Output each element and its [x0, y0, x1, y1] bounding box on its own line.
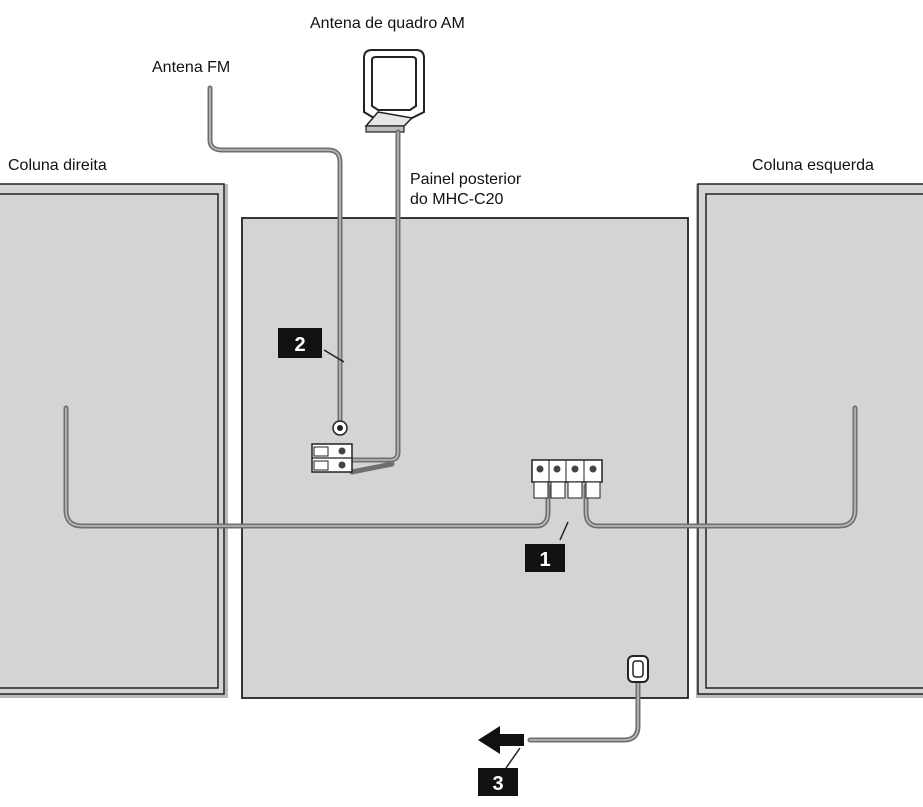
- step-2-leader: [323, 349, 345, 363]
- fm-antenna-label: Antena FM: [152, 59, 230, 76]
- speaker-cable-left: [583, 405, 858, 529]
- step-label: 1: [539, 549, 550, 571]
- step-badge-1: 1: [525, 544, 565, 572]
- right-speaker: [0, 183, 228, 698]
- left-speaker-label: Coluna esquerda: [752, 157, 874, 174]
- step-3-leader: [505, 747, 521, 769]
- am-antenna-label: Antena de quadro AM: [310, 15, 465, 32]
- am-antenna-wire: [349, 129, 401, 475]
- step-badge-3: 3: [478, 768, 518, 796]
- step-label: 2: [294, 334, 305, 356]
- fm-antenna-jack: [332, 420, 348, 436]
- power-direction-arrow-icon: [478, 726, 524, 754]
- rear-panel-label-line2: do MHC-C20: [410, 191, 503, 208]
- am-loop-antenna: [363, 49, 425, 133]
- step-badge-2: 2: [278, 328, 322, 358]
- fm-antenna-wire: [207, 85, 343, 423]
- left-speaker: [696, 183, 923, 698]
- rear-panel-label-line1: Painel posterior: [410, 171, 522, 188]
- speaker-terminals: [531, 459, 603, 499]
- rear-panel: [241, 217, 689, 699]
- step-1-leader: [559, 521, 569, 541]
- speaker-cable-right: [63, 405, 551, 529]
- step-label: 3: [492, 773, 503, 795]
- right-speaker-label: Coluna direita: [8, 157, 107, 174]
- am-antenna-terminals: [311, 443, 353, 473]
- power-cord: [527, 655, 649, 743]
